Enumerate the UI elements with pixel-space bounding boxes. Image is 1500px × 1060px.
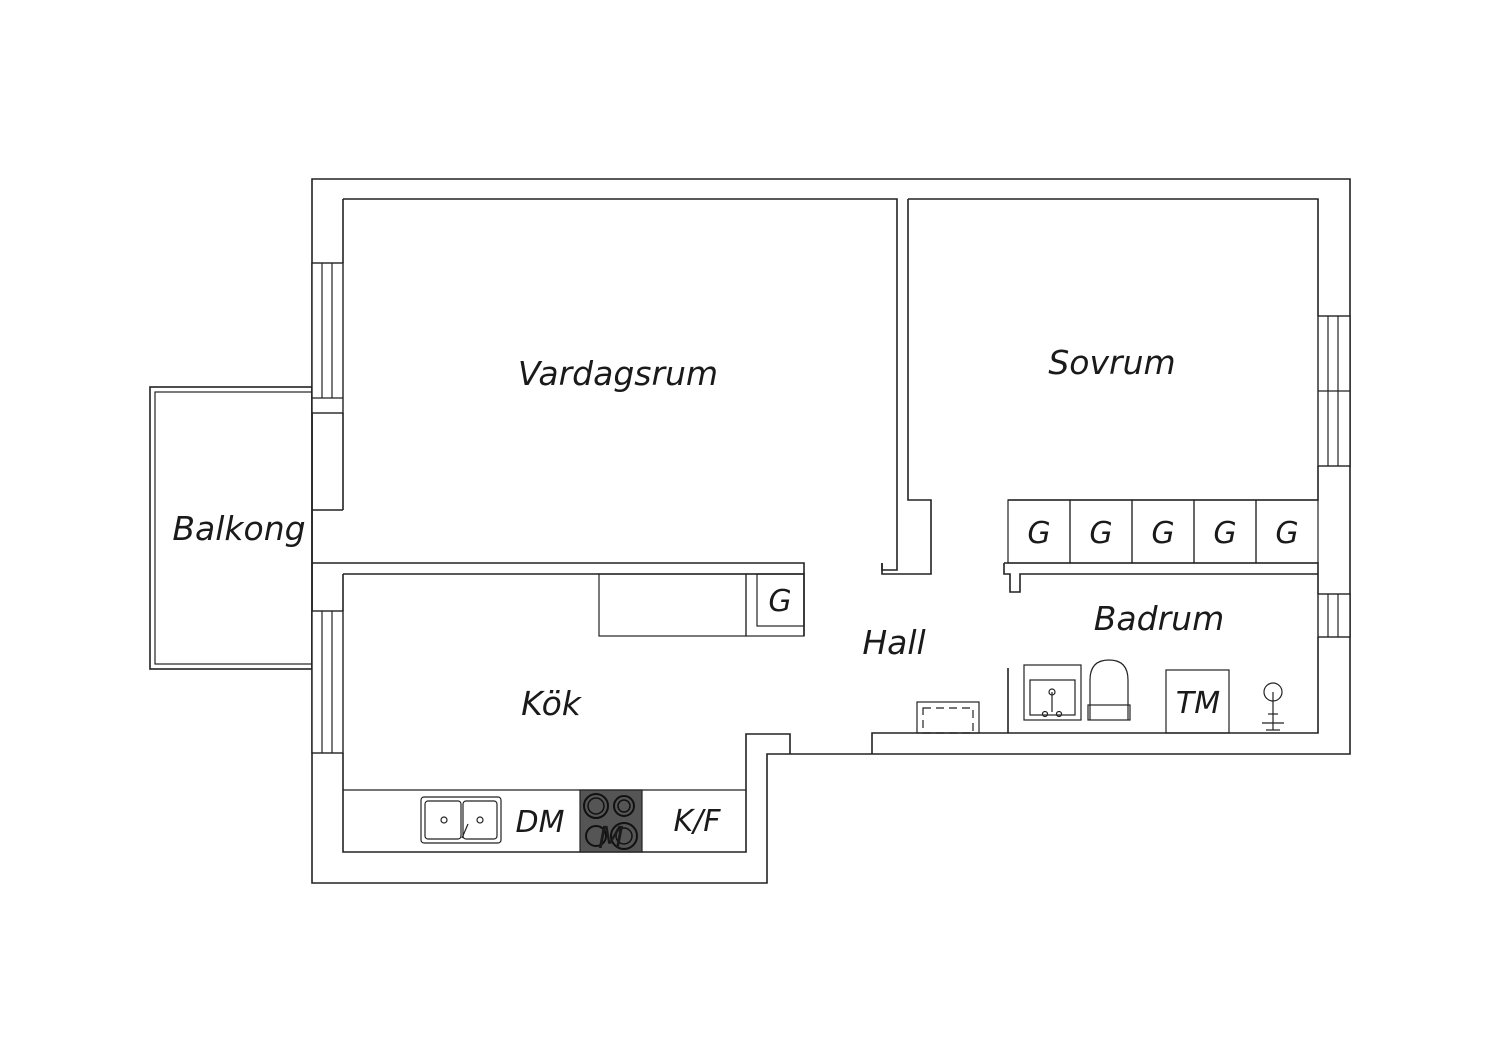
outer-wall [311,178,1351,884]
wardrobe-label: G [1027,516,1050,551]
window-bathroom [1317,593,1351,638]
stove-label: M [598,821,624,856]
wardrobe-label: G [1089,516,1112,551]
shower-icon [1262,682,1284,731]
toilet-icon [1087,659,1131,721]
wardrobe-label: G [1151,516,1174,551]
bathroom-outline [871,562,1319,754]
wardrobe-label: G [1275,516,1298,551]
stove-icon [579,789,643,853]
washbasin-icon [1023,664,1082,721]
bedroom-wardrobes: G G G G G [1007,499,1319,564]
room-label-balkong: Balkong [172,509,305,548]
wardrobe-label: G [1213,516,1236,551]
window-kitchen [311,610,344,754]
room-label-sovrum: Sovrum [1048,343,1175,382]
washing-machine-label: TM [1176,686,1220,721]
window-living-room [311,262,344,414]
room-label-vardagsrum: Vardagsrum [518,354,718,393]
kitchen-counter: DM M K/F [343,789,746,856]
dishwasher-label: DM [516,805,565,840]
room-label-hall: Hall [862,623,925,662]
fridge-freezer-label: K/F [673,804,721,839]
window-bedroom [1317,315,1351,467]
living-room-outline [342,198,898,574]
kitchen-wardrobe-label: G [768,584,791,619]
sink-icon [420,796,502,844]
balcony-door-opening [312,509,343,564]
washing-machine: TM [1165,669,1230,734]
hall-cabinet [916,701,980,734]
room-label-badrum: Badrum [1094,599,1224,638]
kitchen-upper-counter: G [598,573,805,637]
room-label-kok: Kök [521,684,583,723]
